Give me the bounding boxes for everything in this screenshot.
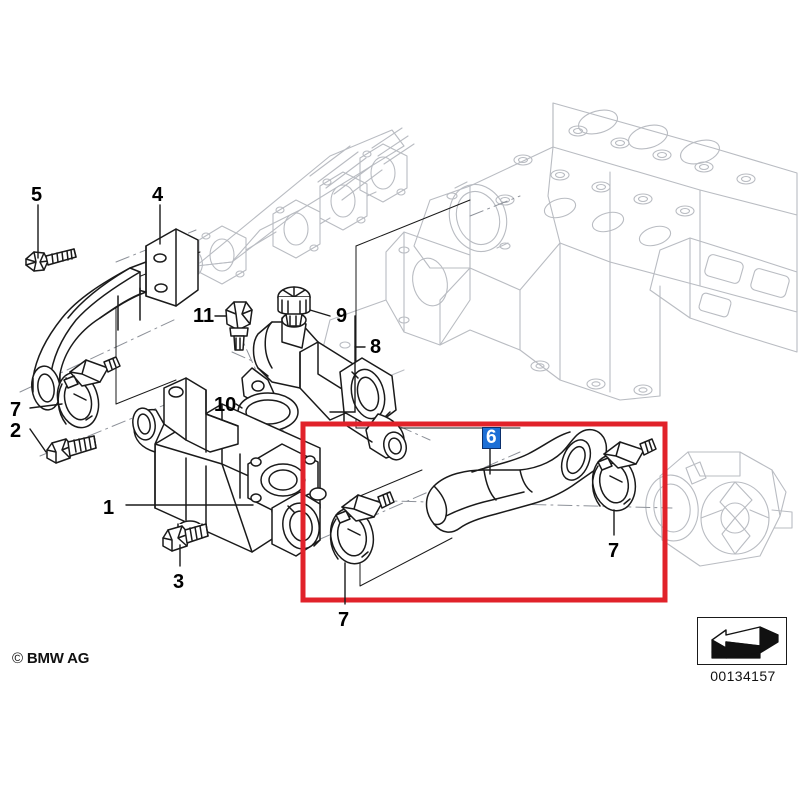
callout-number[interactable]: 9 <box>336 305 348 327</box>
part-hex-flange-bolt-11 <box>225 301 253 351</box>
part-socket-bolt-2 <box>46 435 97 464</box>
selected-callout-number[interactable]: 6 <box>482 427 501 449</box>
callout-number[interactable]: 3 <box>173 571 185 593</box>
part-slotted-screw-9 <box>277 286 311 327</box>
diagram-id-badge: 00134157 <box>697 617 789 684</box>
copyright-notice: © BMW AG <box>12 650 89 667</box>
ghost-throttle-body <box>645 451 793 567</box>
copyright-text: BMW AG <box>26 650 90 667</box>
part-vband-clamp-7a <box>56 356 121 429</box>
selected-part-highlight-box <box>300 421 668 603</box>
part-vband-clamp-7c <box>329 491 395 565</box>
part-egr-cooler-1 <box>132 377 327 557</box>
part-socket-bolt-3 <box>162 523 209 552</box>
part-egr-valve-8 <box>241 312 408 461</box>
callout-number[interactable]: 5 <box>31 184 43 206</box>
callout-number[interactable]: 10 <box>214 394 237 416</box>
callout-number[interactable]: 1 <box>103 497 115 519</box>
ghost-engine-block <box>319 102 798 401</box>
copyright-symbol: © <box>12 650 23 667</box>
3d-arrow-icon <box>711 626 779 659</box>
callout-number[interactable]: 4 <box>152 184 164 206</box>
part-charge-air-hose-6 <box>425 428 608 533</box>
part-vband-clamp-7b <box>591 438 657 512</box>
diagram-id-icon-box <box>697 617 787 665</box>
part-hex-bolt-5 <box>25 248 77 272</box>
callout-number[interactable]: 8 <box>370 336 382 358</box>
diagram-id-number: 00134157 <box>710 668 776 684</box>
ghost-exhaust-manifold <box>177 127 415 285</box>
callout-number[interactable]: 7 <box>608 540 620 562</box>
callout-number[interactable]: 7 <box>338 609 350 631</box>
callout-number[interactable]: 2 <box>10 420 22 442</box>
callout-number[interactable]: 7 <box>10 399 22 421</box>
callout-number[interactable]: 11 <box>193 305 215 327</box>
part-egr-pipe <box>31 228 199 411</box>
callout-leader-lines <box>29 204 615 605</box>
